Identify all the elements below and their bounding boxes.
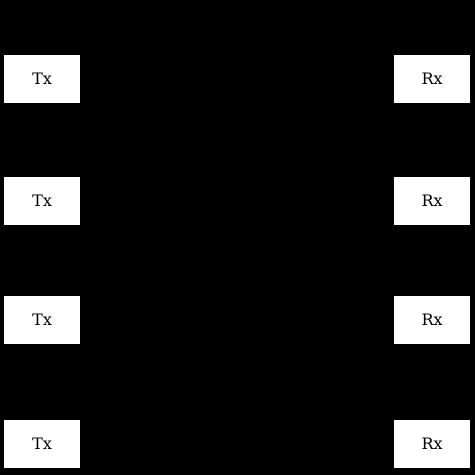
transmitter-label: Tx <box>32 434 52 453</box>
transmitter-label: Tx <box>32 191 52 210</box>
transmitter-box: Tx <box>4 177 80 225</box>
receiver-label: Rx <box>421 191 443 210</box>
transmitter-box: Tx <box>4 420 80 468</box>
transmitter-box: Tx <box>4 296 80 344</box>
receiver-box: Rx <box>394 177 470 225</box>
receiver-label: Rx <box>421 69 443 88</box>
receiver-box: Rx <box>394 55 470 103</box>
receiver-box: Rx <box>394 420 470 468</box>
transmitter-label: Tx <box>32 310 52 329</box>
receiver-label: Rx <box>421 310 443 329</box>
transmitter-label: Tx <box>32 69 52 88</box>
transmitter-box: Tx <box>4 55 80 103</box>
receiver-box: Rx <box>394 296 470 344</box>
receiver-label: Rx <box>421 434 443 453</box>
